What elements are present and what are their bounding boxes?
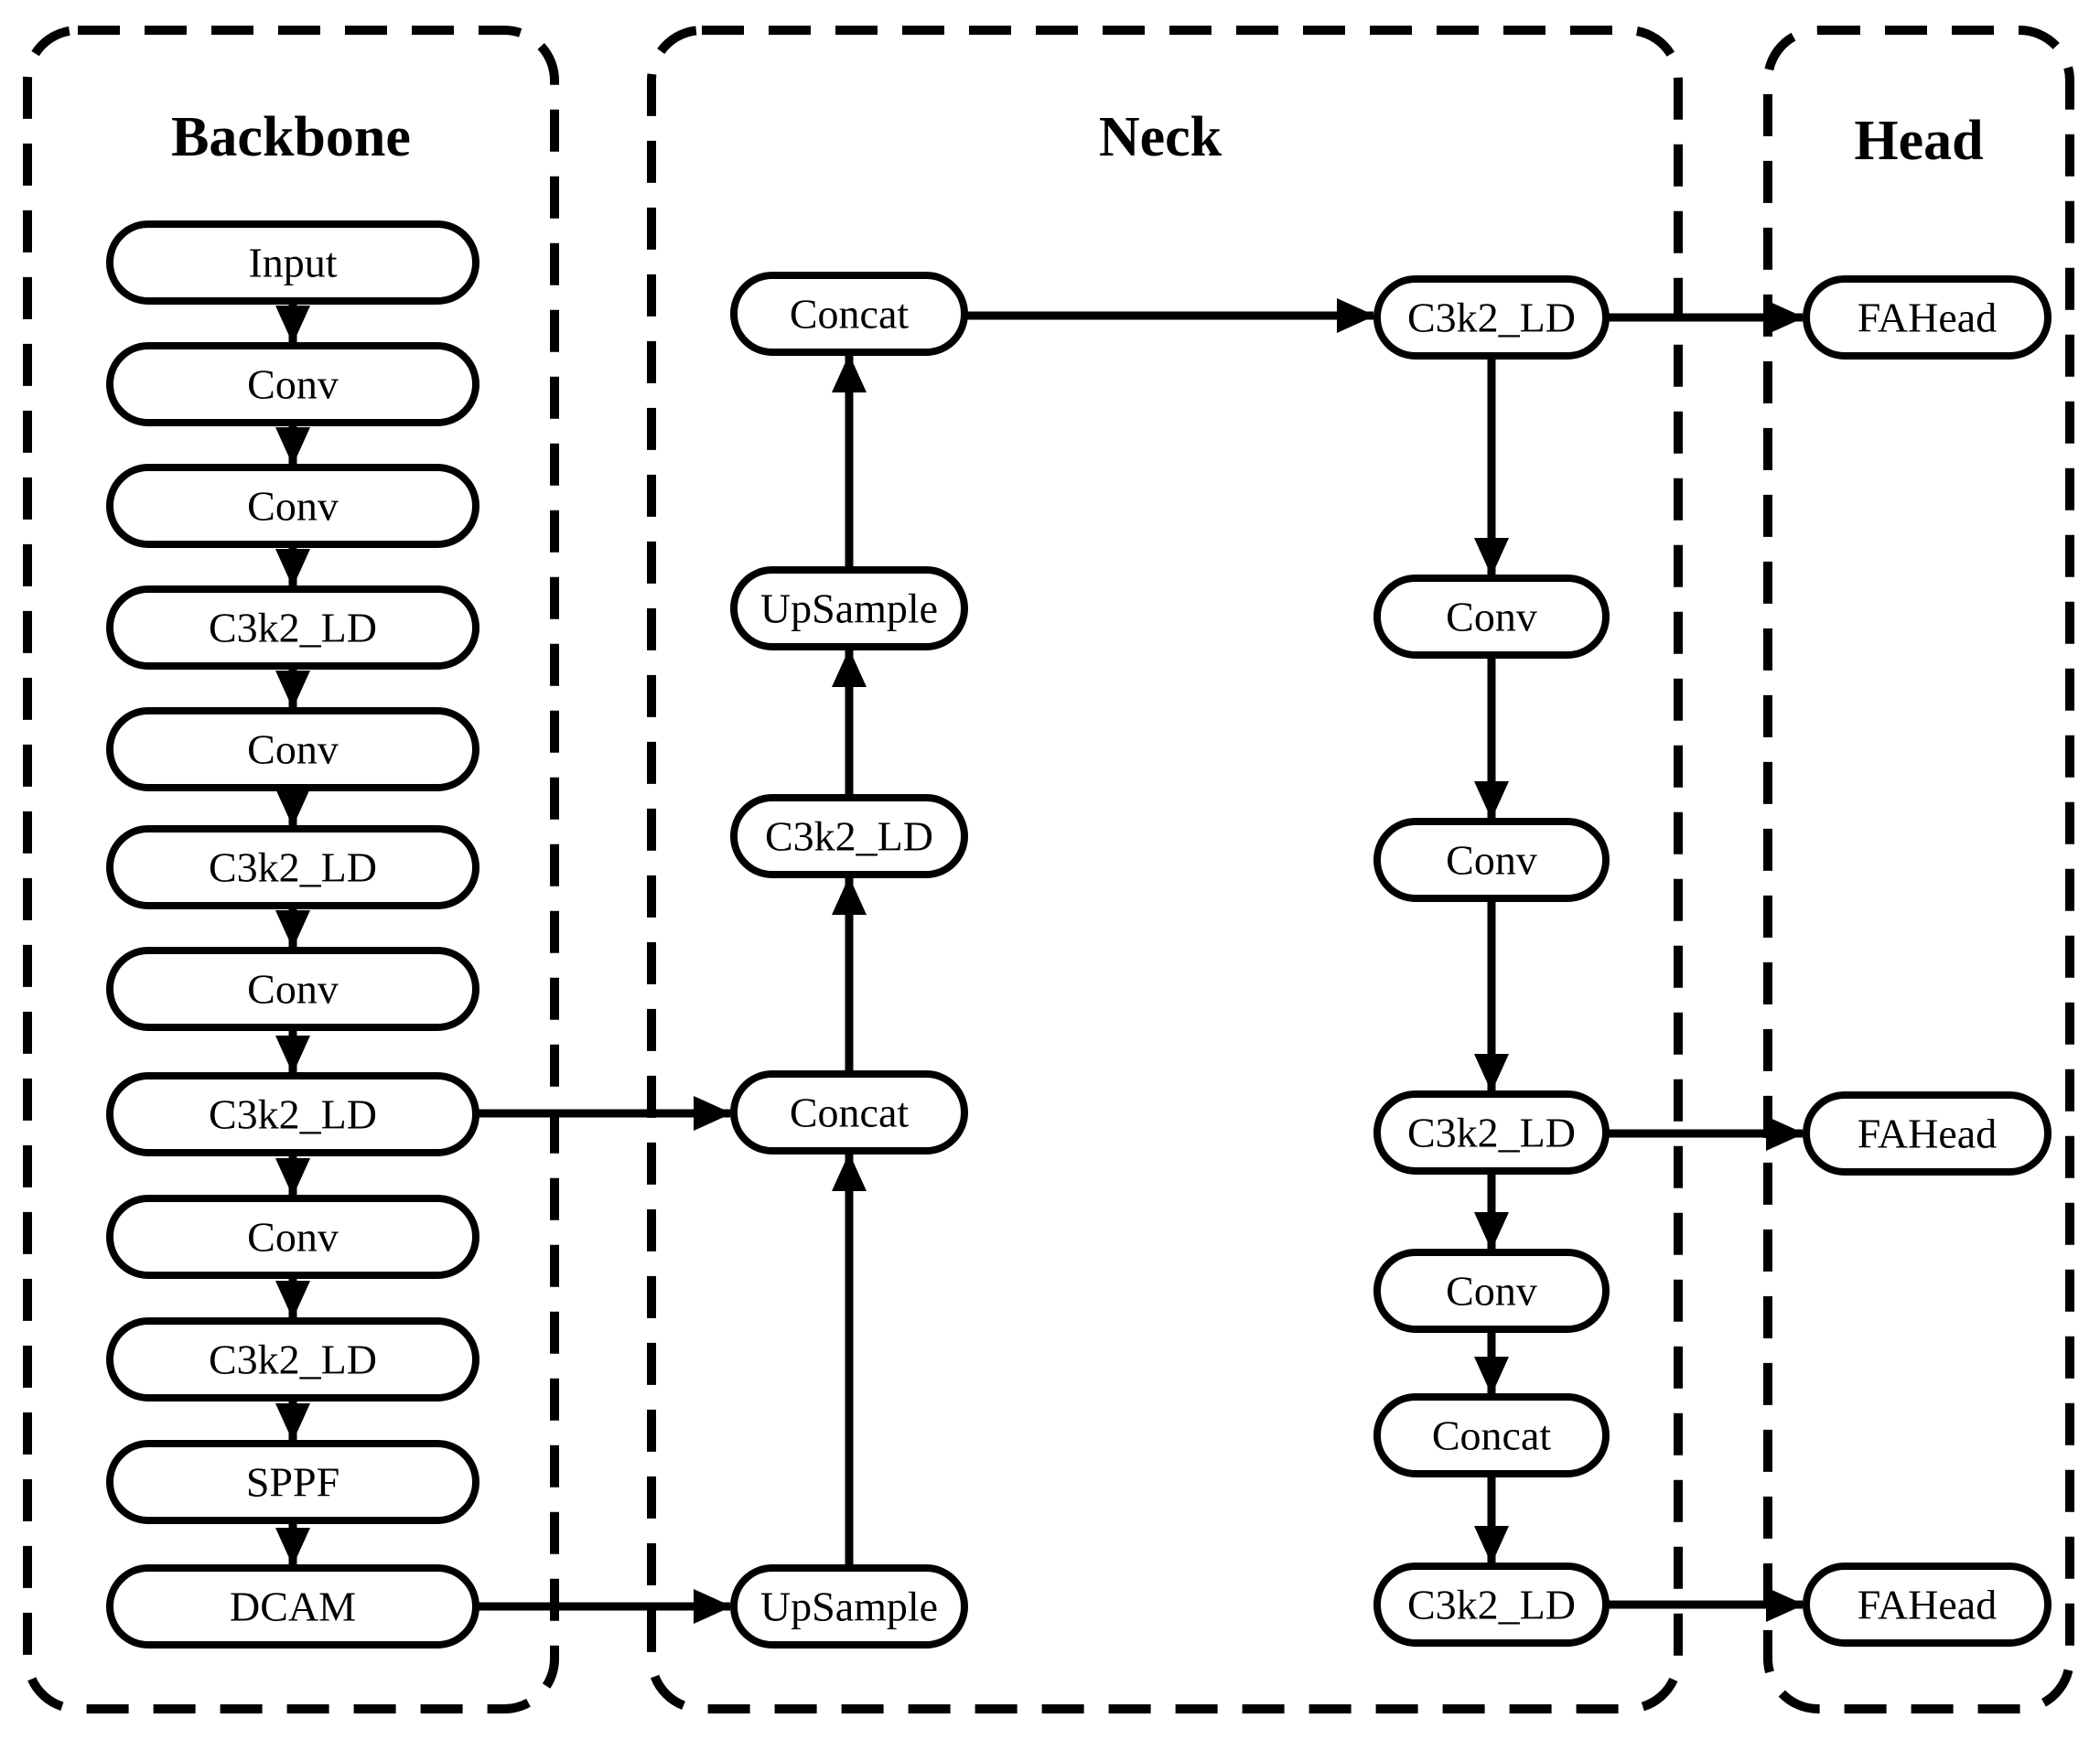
node-label: Conv: [247, 361, 339, 408]
node-label: Conv: [1446, 1268, 1537, 1315]
node-backbone-input: Input: [106, 220, 479, 305]
node-backbone-c3k2ld-5: C3k2_LD: [106, 825, 479, 909]
node-label: Input: [248, 240, 337, 286]
node-label: Concat: [1432, 1412, 1552, 1459]
node-label: C3k2_LD: [209, 1091, 377, 1138]
backbone-panel-title: Backbone: [171, 106, 411, 168]
node-neck-upsample-bottom: UpSample: [730, 1564, 968, 1649]
node-label: C3k2_LD: [1407, 1582, 1576, 1628]
node-neck-conv-right-3: Conv: [1373, 1249, 1610, 1333]
node-label: DCAM: [230, 1584, 356, 1630]
neck-panel-title: Neck: [1099, 106, 1222, 168]
node-label: C3k2_LD: [209, 844, 377, 891]
node-label: FAHead: [1858, 295, 1997, 341]
node-label: C3k2_LD: [765, 813, 933, 860]
node-head-fahead-top: FAHead: [1803, 275, 2052, 360]
node-label: FAHead: [1858, 1111, 1997, 1157]
node-backbone-dcam: DCAM: [106, 1564, 479, 1649]
node-head-fahead-bottom: FAHead: [1803, 1563, 2052, 1647]
node-label: Conv: [247, 483, 339, 530]
head-panel-title: Head: [1854, 110, 1983, 172]
node-neck-c3k2ld-middle-right: C3k2_LD: [1373, 1090, 1610, 1175]
node-backbone-sppf: SPPF: [106, 1440, 479, 1524]
node-label: UpSample: [760, 585, 938, 632]
node-label: C3k2_LD: [209, 1337, 377, 1383]
node-backbone-conv-8: Conv: [106, 1195, 479, 1279]
node-backbone-c3k2ld-3: C3k2_LD: [106, 585, 479, 670]
node-label: Conv: [1446, 837, 1537, 884]
node-backbone-conv-2: Conv: [106, 464, 479, 548]
head-panel-border: [1763, 26, 2074, 1713]
node-label: Concat: [790, 291, 910, 338]
node-backbone-conv-1: Conv: [106, 342, 479, 426]
node-label: Concat: [790, 1090, 910, 1136]
node-neck-concat-middle: Concat: [730, 1070, 968, 1155]
node-neck-conv-right-2: Conv: [1373, 818, 1610, 902]
node-label: Conv: [247, 726, 339, 773]
node-label: UpSample: [760, 1584, 938, 1630]
node-neck-concat-top: Concat: [730, 272, 968, 356]
node-neck-c3k2ld-top-right: C3k2_LD: [1373, 275, 1610, 360]
node-backbone-c3k2ld-7: C3k2_LD: [106, 1072, 479, 1156]
node-label: Conv: [247, 1214, 339, 1261]
node-label: Conv: [1446, 594, 1537, 640]
node-label: C3k2_LD: [1407, 1110, 1576, 1156]
node-neck-c3k2ld-left: C3k2_LD: [730, 794, 968, 878]
node-label: FAHead: [1858, 1582, 1997, 1628]
node-backbone-conv-6: Conv: [106, 947, 479, 1031]
node-neck-conv-right-1: Conv: [1373, 575, 1610, 659]
node-neck-upsample-top: UpSample: [730, 566, 968, 650]
node-head-fahead-middle: FAHead: [1803, 1091, 2052, 1176]
node-backbone-conv-4: Conv: [106, 707, 479, 791]
node-label: SPPF: [246, 1459, 339, 1506]
node-backbone-c3k2ld-9: C3k2_LD: [106, 1317, 479, 1402]
backbone-panel-border: [23, 26, 559, 1713]
node-label: C3k2_LD: [209, 605, 377, 651]
node-label: Conv: [247, 966, 339, 1013]
node-label: C3k2_LD: [1407, 295, 1576, 341]
node-neck-c3k2ld-bottom-right: C3k2_LD: [1373, 1563, 1610, 1647]
node-neck-concat-bottom: Concat: [1373, 1393, 1610, 1477]
